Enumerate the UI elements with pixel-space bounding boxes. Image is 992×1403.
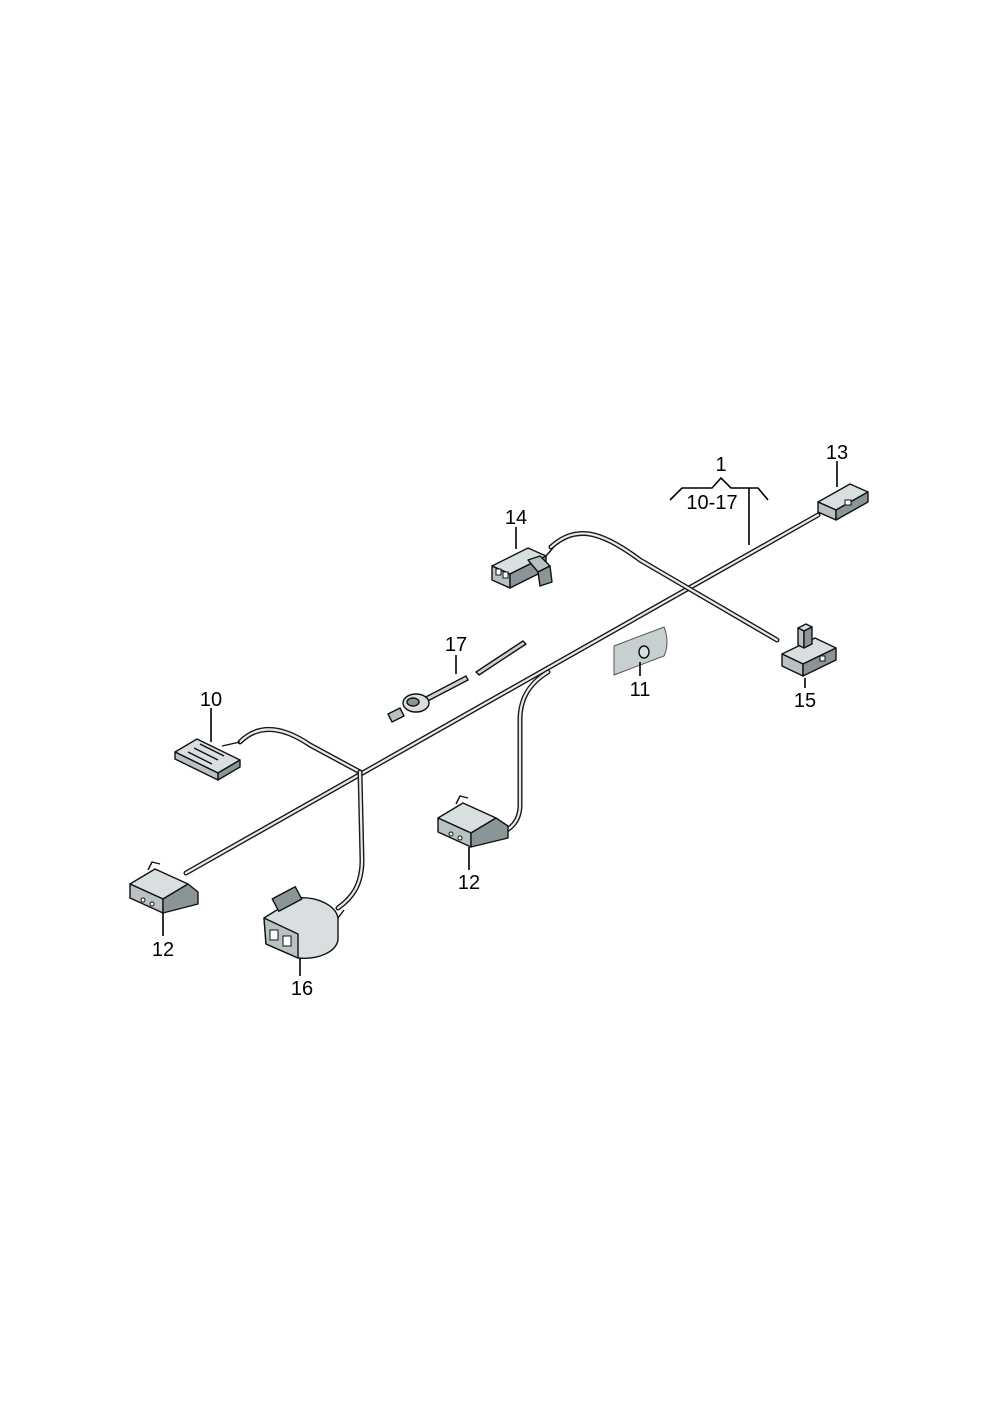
connector-10 bbox=[174, 738, 241, 781]
connector-16 bbox=[263, 886, 345, 959]
callout-17: 17 bbox=[445, 634, 467, 656]
main-harness-wires bbox=[183, 512, 821, 911]
callout-10: 10 bbox=[200, 689, 222, 711]
callout-11: 11 bbox=[630, 679, 651, 701]
connector-12-middle bbox=[437, 795, 509, 848]
cable-tie-17 bbox=[387, 640, 527, 723]
connector-14 bbox=[491, 547, 554, 589]
callout-16: 16 bbox=[291, 978, 313, 1000]
connector-13 bbox=[817, 483, 869, 521]
callout-14: 14 bbox=[505, 507, 527, 529]
callout-12-middle: 12 bbox=[458, 872, 480, 894]
clip-11 bbox=[613, 626, 668, 676]
callout-labels: 1 10-17 13 14 15 17 11 10 12 12 16 bbox=[152, 442, 848, 1000]
callout-1: 1 bbox=[715, 454, 726, 476]
callout-12-left: 12 bbox=[152, 939, 174, 961]
connector-12-left bbox=[129, 861, 199, 914]
callout-10-17: 10-17 bbox=[686, 492, 737, 514]
callout-15: 15 bbox=[794, 690, 816, 712]
connector-15 bbox=[781, 623, 837, 677]
leader-lines bbox=[162, 461, 838, 976]
callout-13: 13 bbox=[826, 442, 848, 464]
